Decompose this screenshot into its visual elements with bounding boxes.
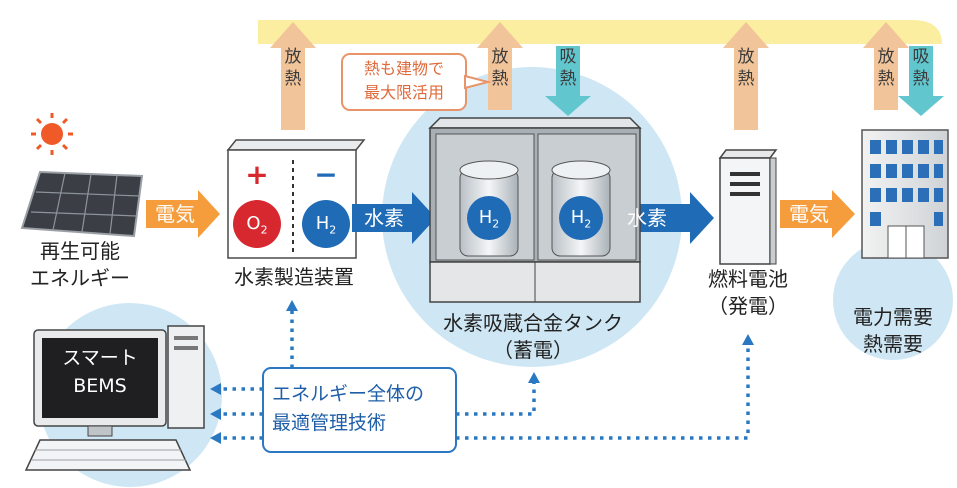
heat-callout-pointer [464, 74, 492, 90]
heat-band [258, 20, 942, 44]
absorb-heat-arrow [898, 46, 944, 116]
sun-icon [31, 113, 73, 155]
building-icon [861, 129, 949, 259]
oxygen-formula: O2 [246, 213, 268, 237]
plus-sign: + [245, 158, 269, 191]
electricity-label: 電気 [789, 202, 829, 226]
hydrogen-label: 水素 [364, 206, 404, 230]
management-box [262, 367, 457, 453]
absorb-heat-arrow [545, 46, 591, 116]
bems-screen-text: スマート BEMS [62, 347, 138, 397]
hydrogen-circle [559, 196, 603, 240]
release-heat-label: 放熱 [491, 47, 509, 89]
absorb-heat-label: 吸熱 [559, 47, 577, 89]
hydrogen-label: 水素 [627, 206, 667, 230]
release-heat-arrow [863, 22, 909, 110]
heat-callout-text: 熱も建物で 最大限活用 [363, 59, 444, 102]
minus-sign: − [314, 158, 338, 191]
electricity-label: 電気 [155, 202, 195, 226]
hydrogen-formula: H2 [570, 207, 592, 231]
storage-tank-unit [428, 117, 642, 303]
release-heat-label: 放熱 [737, 47, 755, 89]
release-heat-label: 放熱 [284, 47, 302, 89]
hydrogen-formula: H2 [315, 213, 337, 237]
fuel-cell-label: 燃料電池 （発電） [708, 267, 788, 318]
solar-panel-icon [20, 170, 144, 238]
electricity-arrow [780, 190, 855, 238]
renewable-energy-label: 再生可能 エネルギー [30, 239, 130, 290]
oxygen-circle [233, 200, 281, 248]
release-heat-arrow [723, 22, 769, 130]
absorb-heat-label: 吸熱 [912, 47, 930, 89]
hydrogen-formula: H2 [478, 207, 500, 231]
electricity-arrow [146, 190, 220, 238]
management-text: エネルギー全体の 最適管理技術 [272, 383, 425, 434]
release-heat-arrow [270, 22, 316, 130]
management-arrowheads [210, 300, 754, 444]
hydrogen-circle [302, 200, 350, 248]
storage-tank-label: 水素吸蔵合金タンク （蓄電） [443, 311, 623, 362]
demand-bubble [833, 240, 953, 360]
fuel-cell-unit [718, 149, 778, 265]
hydrogen-circle [467, 196, 511, 240]
hydrogen-arrow [352, 192, 436, 244]
release-heat-arrow [477, 22, 523, 110]
electrolyzer-label: 水素製造装置 [234, 265, 354, 289]
release-heat-label: 放熱 [877, 47, 895, 89]
management-dotted-lines [218, 310, 750, 440]
demand-label: 電力需要 熱需要 [853, 305, 933, 356]
bems-computer-icon [24, 325, 205, 471]
